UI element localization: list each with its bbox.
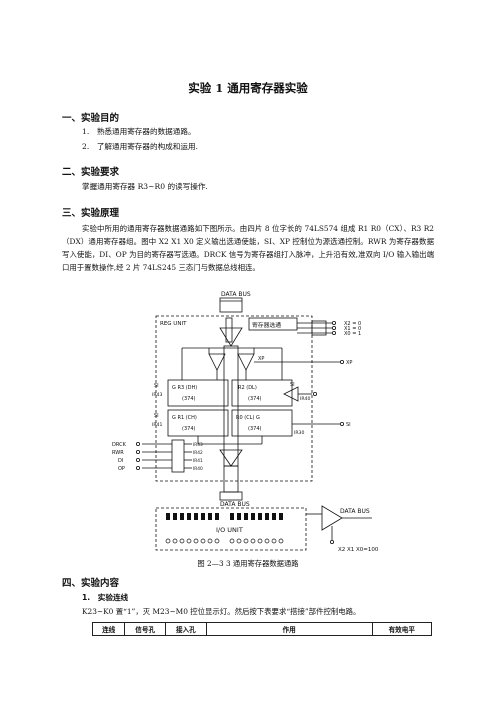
reg-r1-label: G R1 (CH): [172, 415, 197, 421]
section-heading-principle: 三、实验原理: [62, 208, 120, 219]
sigma-top-label: SI: [290, 382, 295, 388]
wiring-table: 连线 信号孔 接入孔 作用 有效电平: [91, 622, 433, 636]
ctrl-drck: DRCK: [112, 442, 127, 448]
reg-r3-label: G R3 (DH): [172, 385, 197, 391]
sel-line-x1: X1 = 0: [344, 326, 361, 332]
reg-r0-chip: (374): [248, 426, 261, 432]
principle-paragraph: 实验中所用的通用寄存器数据通路如下图所示。由四片 8 位字长的 74LS574 …: [62, 224, 434, 272]
reg-r3-chip: (374): [182, 396, 195, 402]
ctrl-op: OP: [118, 466, 125, 472]
reg-r2-block: [231, 379, 293, 407]
select-label: 寄存器选通: [252, 321, 281, 329]
page-title: 实验 1 通用寄存器实验: [188, 81, 308, 95]
dec-out-3: IR40: [193, 466, 203, 472]
dec-out-1: IR42: [193, 450, 203, 456]
section-heading-content: 四、实验内容: [62, 578, 120, 589]
data-bus-right-label: DATA BUS: [340, 508, 370, 515]
table-header-cell: 信号孔: [124, 622, 166, 636]
si-right-label: SI: [346, 422, 351, 428]
dec-out-0: IR43: [193, 442, 203, 448]
subheading-wiring: 1. 实验连线: [82, 593, 129, 602]
ir-left-top: IR43: [152, 392, 162, 398]
ir-right-top: IR40: [300, 396, 310, 402]
section-heading-purpose: 一、实验目的: [62, 113, 120, 124]
purpose-item-2: 2. 了解通用寄存器的构成和运用.: [82, 142, 198, 151]
decoder-box: [171, 439, 185, 473]
io-led-row: [165, 538, 284, 544]
reg-r0-label: R0 (CL) G: [236, 415, 260, 421]
xp-label: XP: [258, 356, 264, 362]
reg-r3-block: [167, 379, 229, 407]
reg-unit-box: [155, 315, 313, 482]
wiring-text: K23~K0 置“1”，灭 M23~M0 控位显示灯。然后按下表要求“搭接”部件…: [82, 607, 361, 616]
section-heading-requirements: 二、实验要求: [62, 167, 120, 178]
sel-line-x0: X0 = 1: [344, 331, 361, 337]
data-bus-mid-label: DATA BUS: [220, 501, 250, 508]
io-unit-label: I/O UNIT: [216, 526, 243, 534]
reg-r2-label: R2 (DL): [238, 385, 257, 391]
ctrl-rwr: RWR: [112, 450, 124, 456]
ir-left-mid: IR41: [152, 422, 162, 428]
xp-right-label: XP: [346, 360, 352, 366]
reg-r0-block: [231, 409, 293, 437]
register-datapath-diagram: DATA BUS REG UNIT 寄存器选通 X2 = 0 X1 = 0 X0…: [112, 291, 379, 553]
sel-line-x2: X2 = 0: [344, 321, 361, 327]
ir-right-mid: IR30: [294, 430, 304, 436]
table-header-cell: 接入孔: [165, 622, 207, 636]
top-bus-bar: [219, 297, 243, 313]
reg-r2-chip: (374): [248, 396, 261, 402]
io-select-label: X2 X1 X0=100: [338, 547, 379, 553]
table-header-row: 连线 信号孔 接入孔 作用 有效电平: [91, 622, 433, 636]
si-mid-label: SI: [154, 413, 159, 419]
select-box: [248, 317, 298, 331]
table-header-cell: 连线: [91, 622, 126, 636]
si-top-label: SI: [154, 383, 159, 389]
requirements-text: 掌握通用寄存器 R3~R0 的读写操作.: [82, 182, 208, 191]
reg-unit-label: REG UNIT: [160, 321, 187, 327]
table-header-cell: 有效电平: [371, 622, 433, 636]
data-bus-top-label: DATA BUS: [221, 291, 251, 298]
dec-out-2: IR41: [193, 458, 203, 464]
ctrl-di: DI: [118, 458, 123, 464]
reg-r1-chip: (374): [182, 426, 195, 432]
reg-r1-block: [167, 409, 229, 437]
io-unit-box: [155, 507, 307, 551]
io-switch-row: [166, 513, 283, 520]
table-header-cell: 作用: [205, 622, 373, 636]
purpose-item-1: 1. 熟悉通用寄存器的数据通路。: [82, 127, 196, 136]
figure-caption: 图 2—3 3 通用寄存器数据通路: [197, 559, 299, 568]
